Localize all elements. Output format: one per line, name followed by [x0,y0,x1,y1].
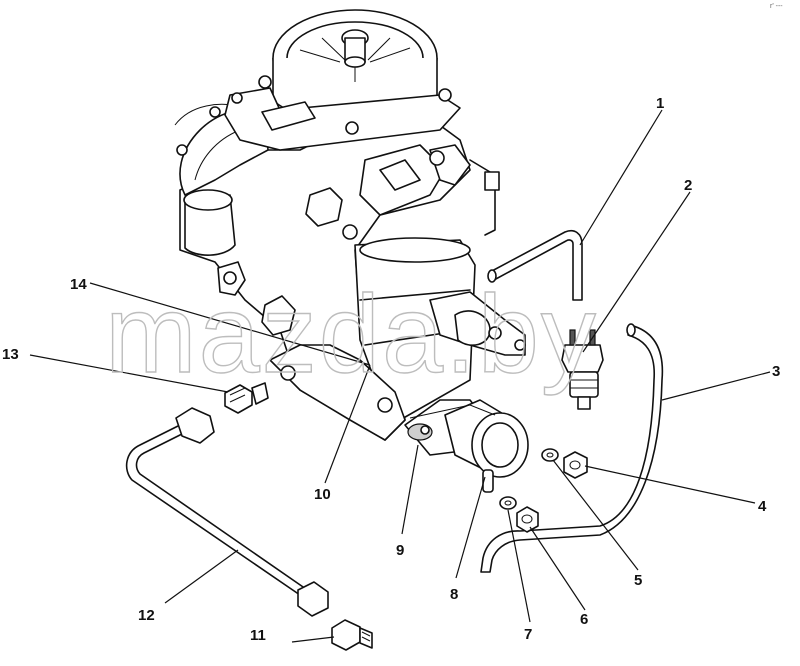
corner-mark: r' --- [770,3,783,10]
callout-7: 7 [524,626,532,643]
washer-5 [541,448,559,462]
leader-lines [29,109,771,643]
union-fitting-11 [331,619,373,651]
callout-5: 5 [634,572,642,589]
union-fitting-13 [224,382,269,414]
callout-13: 13 [2,346,19,363]
diaphragm-unit [404,399,529,493]
callout-4: 4 [758,498,767,515]
nut-6 [516,506,539,533]
vacuum-hose-3 [480,323,664,573]
callout-10: 10 [314,486,331,503]
fuel-pipe-12 [125,407,329,617]
nut-4 [563,451,588,479]
watermark: mazda.by [105,273,598,396]
callout-2: 2 [684,177,692,194]
callout-3: 3 [772,363,780,380]
thermo-switch-2 [561,329,604,410]
callout-1: 1 [656,95,664,112]
callout-6: 6 [580,611,588,628]
callout-labels: 1 2 3 4 5 6 7 8 9 10 11 12 13 14 [2,95,780,644]
vacuum-hose-1 [487,229,583,301]
callout-8: 8 [450,586,458,603]
washer-7 [499,496,517,510]
callout-11: 11 [250,627,266,644]
callout-12: 12 [138,607,155,624]
callout-14: 14 [70,276,87,293]
callout-9: 9 [396,542,404,559]
carburetor-assembly [174,9,526,441]
